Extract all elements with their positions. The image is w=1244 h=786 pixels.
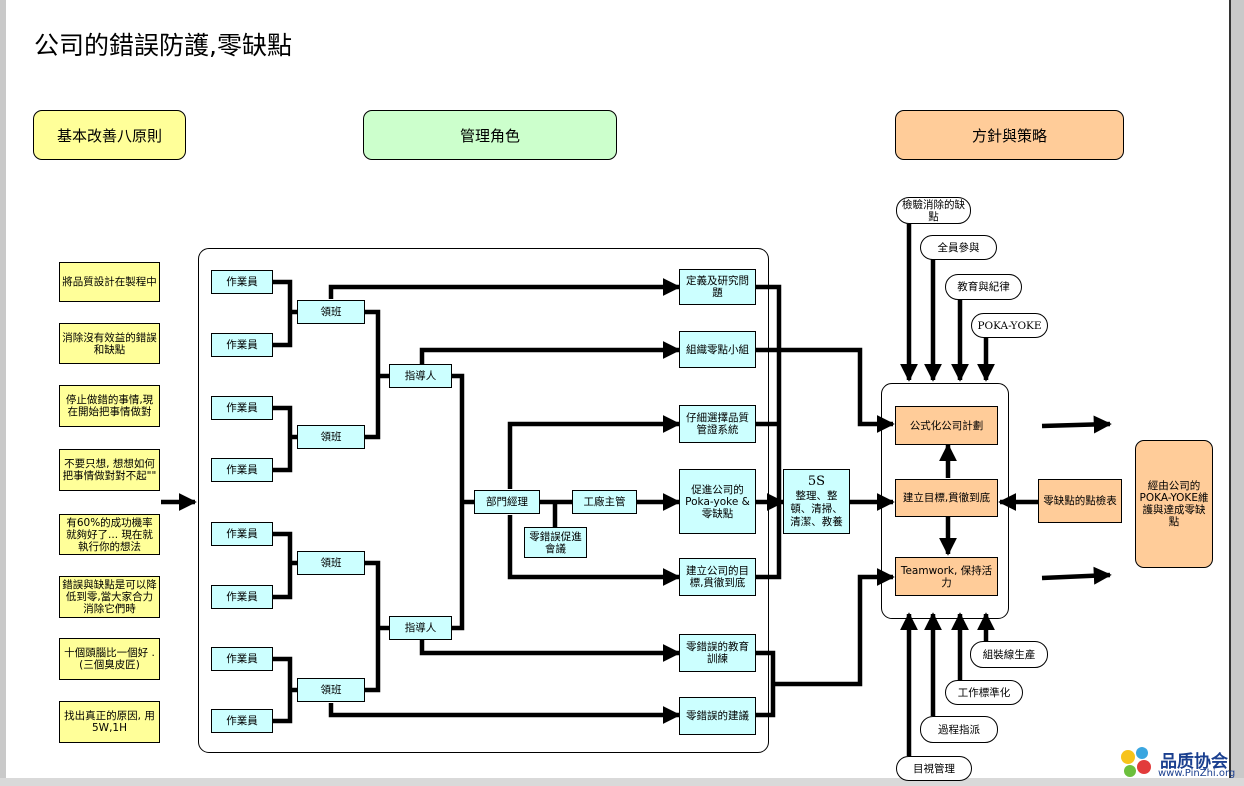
principle-3: 停止做錯的事情,現在開始把事情做對 [59, 385, 160, 427]
operator-box: 作業員 [211, 709, 273, 733]
logo-url: www.PinZhi.org [1158, 768, 1236, 779]
input-standardization: 工作標準化 [945, 680, 1023, 705]
header-principles: 基本改善八原則 [33, 110, 186, 160]
zero-error-meeting-box: 零錯誤促進會議 [524, 527, 587, 558]
strategy-plan: 公式化公司計劃 [895, 406, 998, 445]
five-s-box: 5S 整理、整頓、清掃、清潔、教養 [783, 469, 850, 534]
page-border-right [1229, 0, 1231, 786]
principle-6: 錯誤與缺點是可以降低到零,當大家合力消除它們時 [59, 576, 160, 618]
principle-2: 消除沒有效益的錯誤和缺點 [59, 323, 160, 364]
action-quality-system: 仔細選擇品質管證系統 [679, 405, 756, 443]
operator-box: 作業員 [211, 585, 273, 609]
team-leader-box: 領班 [297, 551, 365, 575]
action-suggestions: 零錯誤的建議 [679, 697, 756, 735]
input-poka-yoke: POKA-YOKE [971, 313, 1048, 338]
principle-8: 找出真正的原因, 用5W,1H [59, 701, 160, 743]
operator-box: 作業員 [211, 647, 273, 671]
action-training: 零錯誤的教育訓練 [679, 634, 756, 672]
team-leader-box: 領班 [297, 678, 365, 702]
team-leader-box: 領班 [297, 425, 365, 449]
action-define-problem: 定義及研究問題 [679, 269, 756, 305]
input-participation: 全員參與 [920, 235, 997, 260]
input-education: 教育與紀律 [945, 274, 1022, 300]
input-process-assignment: 過程指派 [920, 716, 998, 743]
dept-manager-box: 部門經理 [474, 490, 540, 514]
principle-7: 十個頭腦比一個好 .(三個臭皮匠) [59, 638, 160, 680]
principle-5: 有60%的成功機率就夠好了... 現在就執行你的想法 [59, 514, 160, 555]
team-leader-box: 領班 [297, 300, 365, 324]
five-s-items: 整理、整頓、清掃、清潔、教養 [790, 490, 843, 528]
instructor-box: 指導人 [389, 364, 452, 388]
action-zero-team: 組織零點小組 [679, 331, 756, 368]
page-title: 公司的錯誤防護,零缺點 [34, 31, 292, 60]
zero-defect-checklist: 零缺點的點檢表 [1038, 479, 1122, 523]
operator-box: 作業員 [211, 522, 273, 546]
action-set-goals: 建立公司的目標,貫徹到底 [679, 558, 756, 596]
logo-flower-icon [1118, 745, 1158, 781]
operator-box: 作業員 [211, 333, 273, 357]
header-strategy: 方針與策略 [895, 110, 1124, 160]
header-management: 管理角色 [363, 110, 617, 160]
principle-1: 將品質設計在製程中 [59, 262, 160, 302]
logo-name: 品质协会 [1160, 752, 1228, 772]
strategy-teamwork: Teamwork, 保持活力 [895, 557, 998, 596]
plant-supervisor-box: 工廠主管 [572, 490, 637, 514]
input-inspection: 檢驗消除的缺點 [896, 197, 971, 224]
instructor-box: 指導人 [389, 616, 452, 640]
principle-4: 不要只想, 想想如何把事情做對對不起"" [59, 449, 160, 491]
input-assembly-line: 組裝線生產 [970, 641, 1048, 668]
input-visual-management: 目視管理 [896, 756, 972, 781]
action-poka-yoke: 促進公司的Poka-yoke &零缺點 [679, 469, 756, 534]
scrollbar-track[interactable] [1229, 0, 1244, 786]
operator-box: 作業員 [211, 270, 273, 294]
page-border-bottom [0, 778, 1244, 786]
result-box: 經由公司的POKA-YOKE維護與達成零缺點 [1135, 440, 1213, 568]
five-s-title: 5S [807, 474, 826, 489]
operator-box: 作業員 [211, 458, 273, 482]
strategy-goals: 建立目標,貫徹到底 [895, 479, 998, 517]
page-border-left [0, 0, 6, 786]
operator-box: 作業員 [211, 396, 273, 420]
